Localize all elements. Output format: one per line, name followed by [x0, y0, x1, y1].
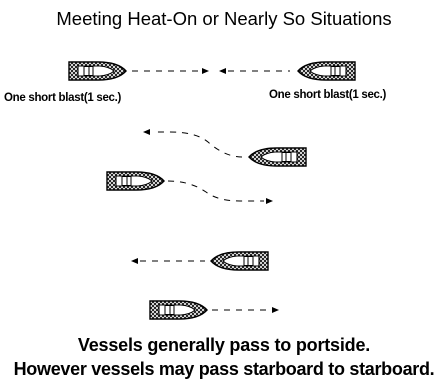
course-line-head-on-right	[219, 68, 290, 74]
course-line-head-on-left	[132, 68, 209, 74]
signal-label-right: One short blast(1 sec.)	[269, 89, 387, 101]
diagram-title: Meeting Heat-On or Nearly So Situations	[56, 8, 392, 29]
signal-label-left: One short blast(1 sec.)	[4, 92, 122, 104]
vessel-portside-west	[248, 147, 307, 167]
course-line-close-east	[212, 307, 279, 313]
vessel-portside-east	[106, 171, 165, 191]
caption-exception: However vessels may pass starboard to st…	[13, 359, 435, 379]
caption-rule: Vessels generally pass to portside.	[77, 335, 371, 355]
vessel-close-west	[210, 251, 269, 271]
course-line-close-west	[131, 258, 205, 264]
course-line-portside-west	[143, 129, 243, 158]
vessel-head-on-right	[297, 61, 356, 81]
course-line-portside-east	[167, 180, 273, 204]
vessel-close-east	[149, 300, 208, 320]
vessel-head-on-left	[68, 61, 127, 81]
